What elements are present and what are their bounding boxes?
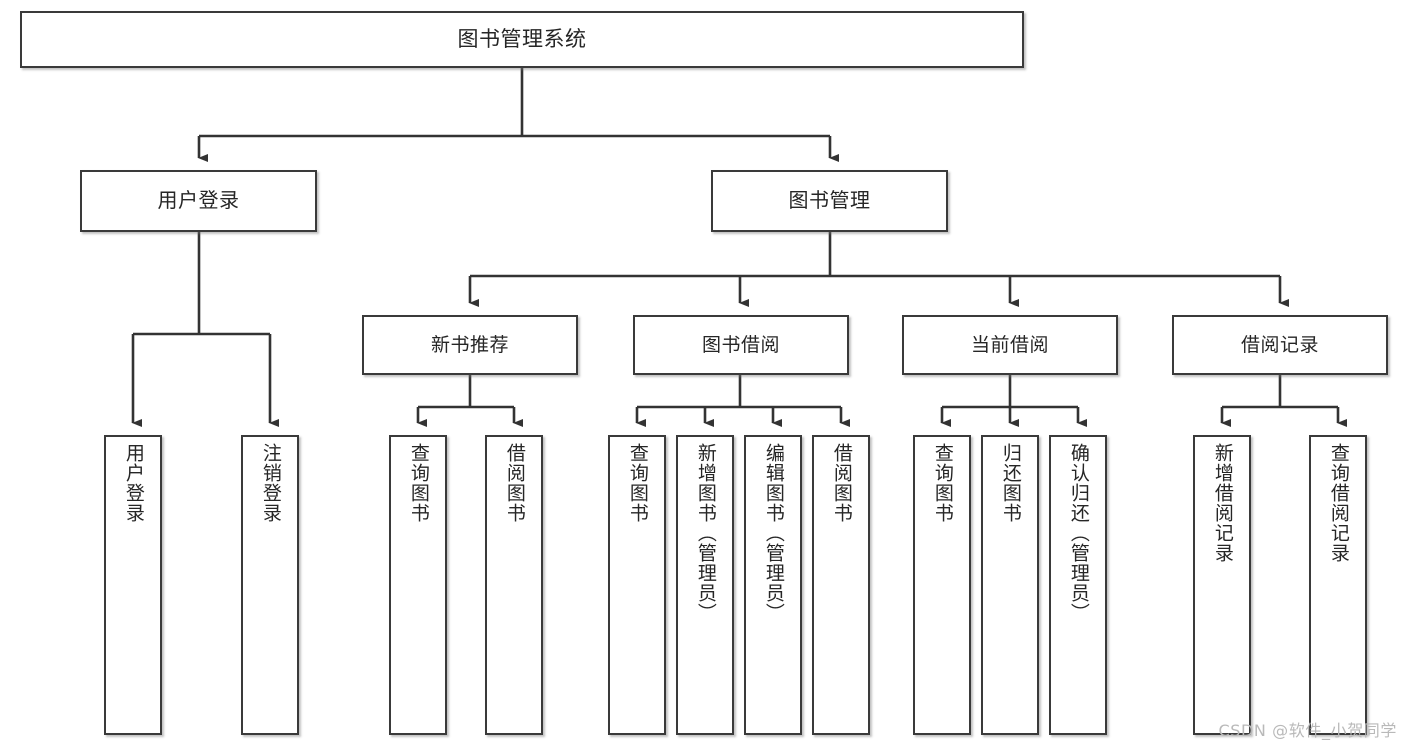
node-user-login[interactable]: 用户登录 <box>80 170 317 232</box>
leaf-borrow-book-recommend[interactable]: 借阅图书 <box>485 435 543 735</box>
leaf-confirm-return-admin-label: 确认归还（管理员） <box>1067 443 1090 623</box>
leaf-add-book-admin-label: 新增图书（管理员） <box>694 443 717 623</box>
node-borrow-record[interactable]: 借阅记录 <box>1172 315 1388 375</box>
leaf-add-borrow-record-label: 新增借阅记录 <box>1211 443 1234 563</box>
leaf-query-book-borrow-label: 查询图书 <box>626 443 649 523</box>
leaf-logout[interactable]: 注销登录 <box>241 435 299 735</box>
leaf-borrow-book-label: 借阅图书 <box>830 443 853 523</box>
leaf-confirm-return-admin[interactable]: 确认归还（管理员） <box>1049 435 1107 735</box>
leaf-query-book-current-label: 查询图书 <box>931 443 954 523</box>
node-borrow-record-label: 借阅记录 <box>1240 333 1319 356</box>
node-book-management-label: 图书管理 <box>788 188 871 213</box>
leaf-logout-label: 注销登录 <box>259 443 282 523</box>
leaf-borrow-book-recommend-label: 借阅图书 <box>503 443 526 523</box>
leaf-user-login[interactable]: 用户登录 <box>104 435 162 735</box>
leaf-borrow-book[interactable]: 借阅图书 <box>812 435 870 735</box>
leaf-query-book-current[interactable]: 查询图书 <box>913 435 971 735</box>
node-current-borrow-label: 当前借阅 <box>970 333 1049 356</box>
leaf-edit-book-admin-label: 编辑图书（管理员） <box>762 443 785 623</box>
node-root-label: 图书管理系统 <box>457 27 587 52</box>
node-root[interactable]: 图书管理系统 <box>20 11 1024 68</box>
node-book-borrow[interactable]: 图书借阅 <box>633 315 849 375</box>
node-book-management[interactable]: 图书管理 <box>711 170 948 232</box>
node-book-borrow-label: 图书借阅 <box>701 333 780 356</box>
leaf-user-login-label: 用户登录 <box>122 443 145 523</box>
leaf-add-book-admin[interactable]: 新增图书（管理员） <box>676 435 734 735</box>
node-user-login-label: 用户登录 <box>157 188 240 213</box>
node-new-book-recommend[interactable]: 新书推荐 <box>362 315 578 375</box>
leaf-add-borrow-record[interactable]: 新增借阅记录 <box>1193 435 1251 735</box>
leaf-return-book[interactable]: 归还图书 <box>981 435 1039 735</box>
leaf-query-book-recommend-label: 查询图书 <box>407 443 430 523</box>
leaf-query-book-recommend[interactable]: 查询图书 <box>389 435 447 735</box>
leaf-return-book-label: 归还图书 <box>999 443 1022 523</box>
watermark: CSDN @软件_小贺同学 <box>1218 721 1397 740</box>
leaf-query-borrow-record-label: 查询借阅记录 <box>1327 443 1350 563</box>
leaf-query-book-borrow[interactable]: 查询图书 <box>608 435 666 735</box>
node-new-book-recommend-label: 新书推荐 <box>430 333 509 356</box>
node-current-borrow[interactable]: 当前借阅 <box>902 315 1118 375</box>
leaf-edit-book-admin[interactable]: 编辑图书（管理员） <box>744 435 802 735</box>
leaf-query-borrow-record[interactable]: 查询借阅记录 <box>1309 435 1367 735</box>
